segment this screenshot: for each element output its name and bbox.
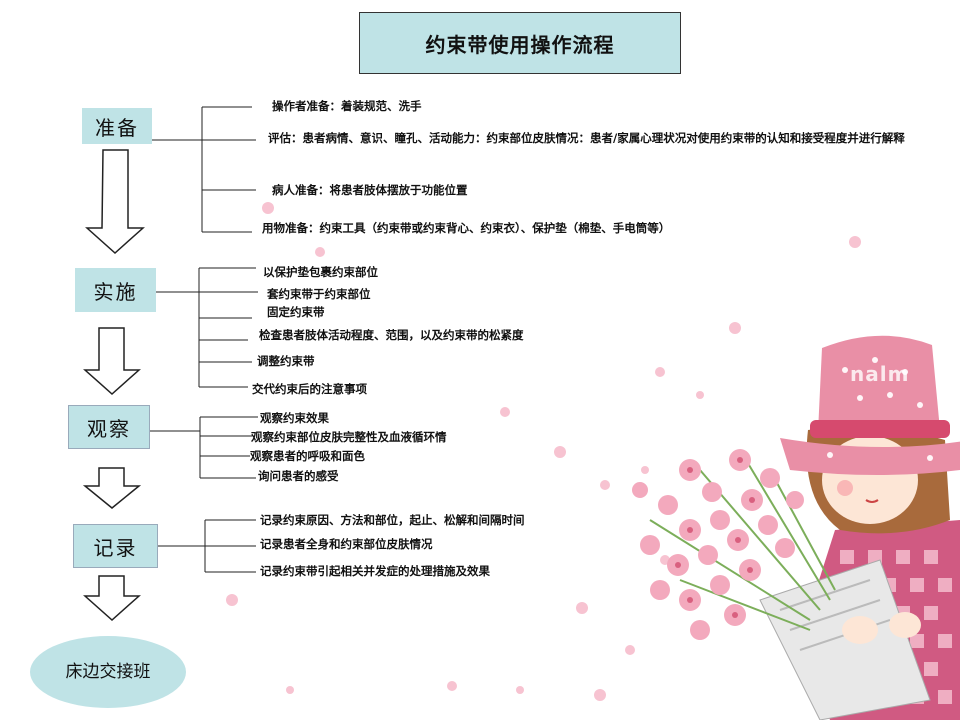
watermark-text: nalm: [850, 362, 910, 386]
prepare-item: 病人准备：将患者肢体摆放于功能位置: [272, 183, 468, 197]
prepare-item: 评估：患者病情、意识、瞳孔、活动能力：约束部位皮肤情况：患者/家属心理状况对使用…: [268, 131, 905, 145]
implement-item: 以保护垫包裹约束部位: [263, 265, 378, 279]
prepare-item: 操作者准备：着装规范、洗手: [272, 99, 422, 113]
prepare-item: 用物准备：约束工具（约束带或约束背心、约束衣）、保护垫（棉垫、手电筒等）: [262, 221, 671, 235]
stage-implement: 实施: [75, 268, 156, 312]
arrow-down-icon: [82, 467, 142, 509]
arrow-down-icon: [85, 149, 145, 255]
stage-prepare: 准备: [82, 108, 152, 144]
arrow-down-icon: [83, 327, 141, 396]
implement-item: 检查患者肢体活动程度、范围，以及约束带的松紧度: [259, 328, 524, 342]
stage-observe: 观察: [68, 405, 150, 449]
stage-handover: 床边交接班: [30, 636, 186, 708]
observe-item: 询问患者的感受: [258, 469, 339, 483]
page-title: 约束带使用操作流程: [359, 12, 681, 74]
implement-item: 调整约束带: [257, 354, 315, 368]
observe-item: 观察约束效果: [260, 411, 329, 425]
implement-item: 交代约束后的注意事项: [252, 382, 367, 396]
observe-item: 观察患者的呼吸和面色: [250, 449, 365, 463]
stage-record: 记录: [73, 524, 158, 568]
record-item: 记录约束带引起相关并发症的处理措施及效果: [260, 564, 490, 578]
arrow-down-icon: [83, 575, 141, 622]
record-item: 记录患者全身和约束部位皮肤情况: [260, 537, 433, 551]
record-item: 记录约束原因、方法和部位，起止、松解和间隔时间: [260, 513, 525, 527]
implement-item: 固定约束带: [267, 305, 325, 319]
implement-item: 套约束带于约束部位: [267, 287, 371, 301]
observe-item: 观察约束部位皮肤完整性及血液循环情: [251, 430, 447, 444]
